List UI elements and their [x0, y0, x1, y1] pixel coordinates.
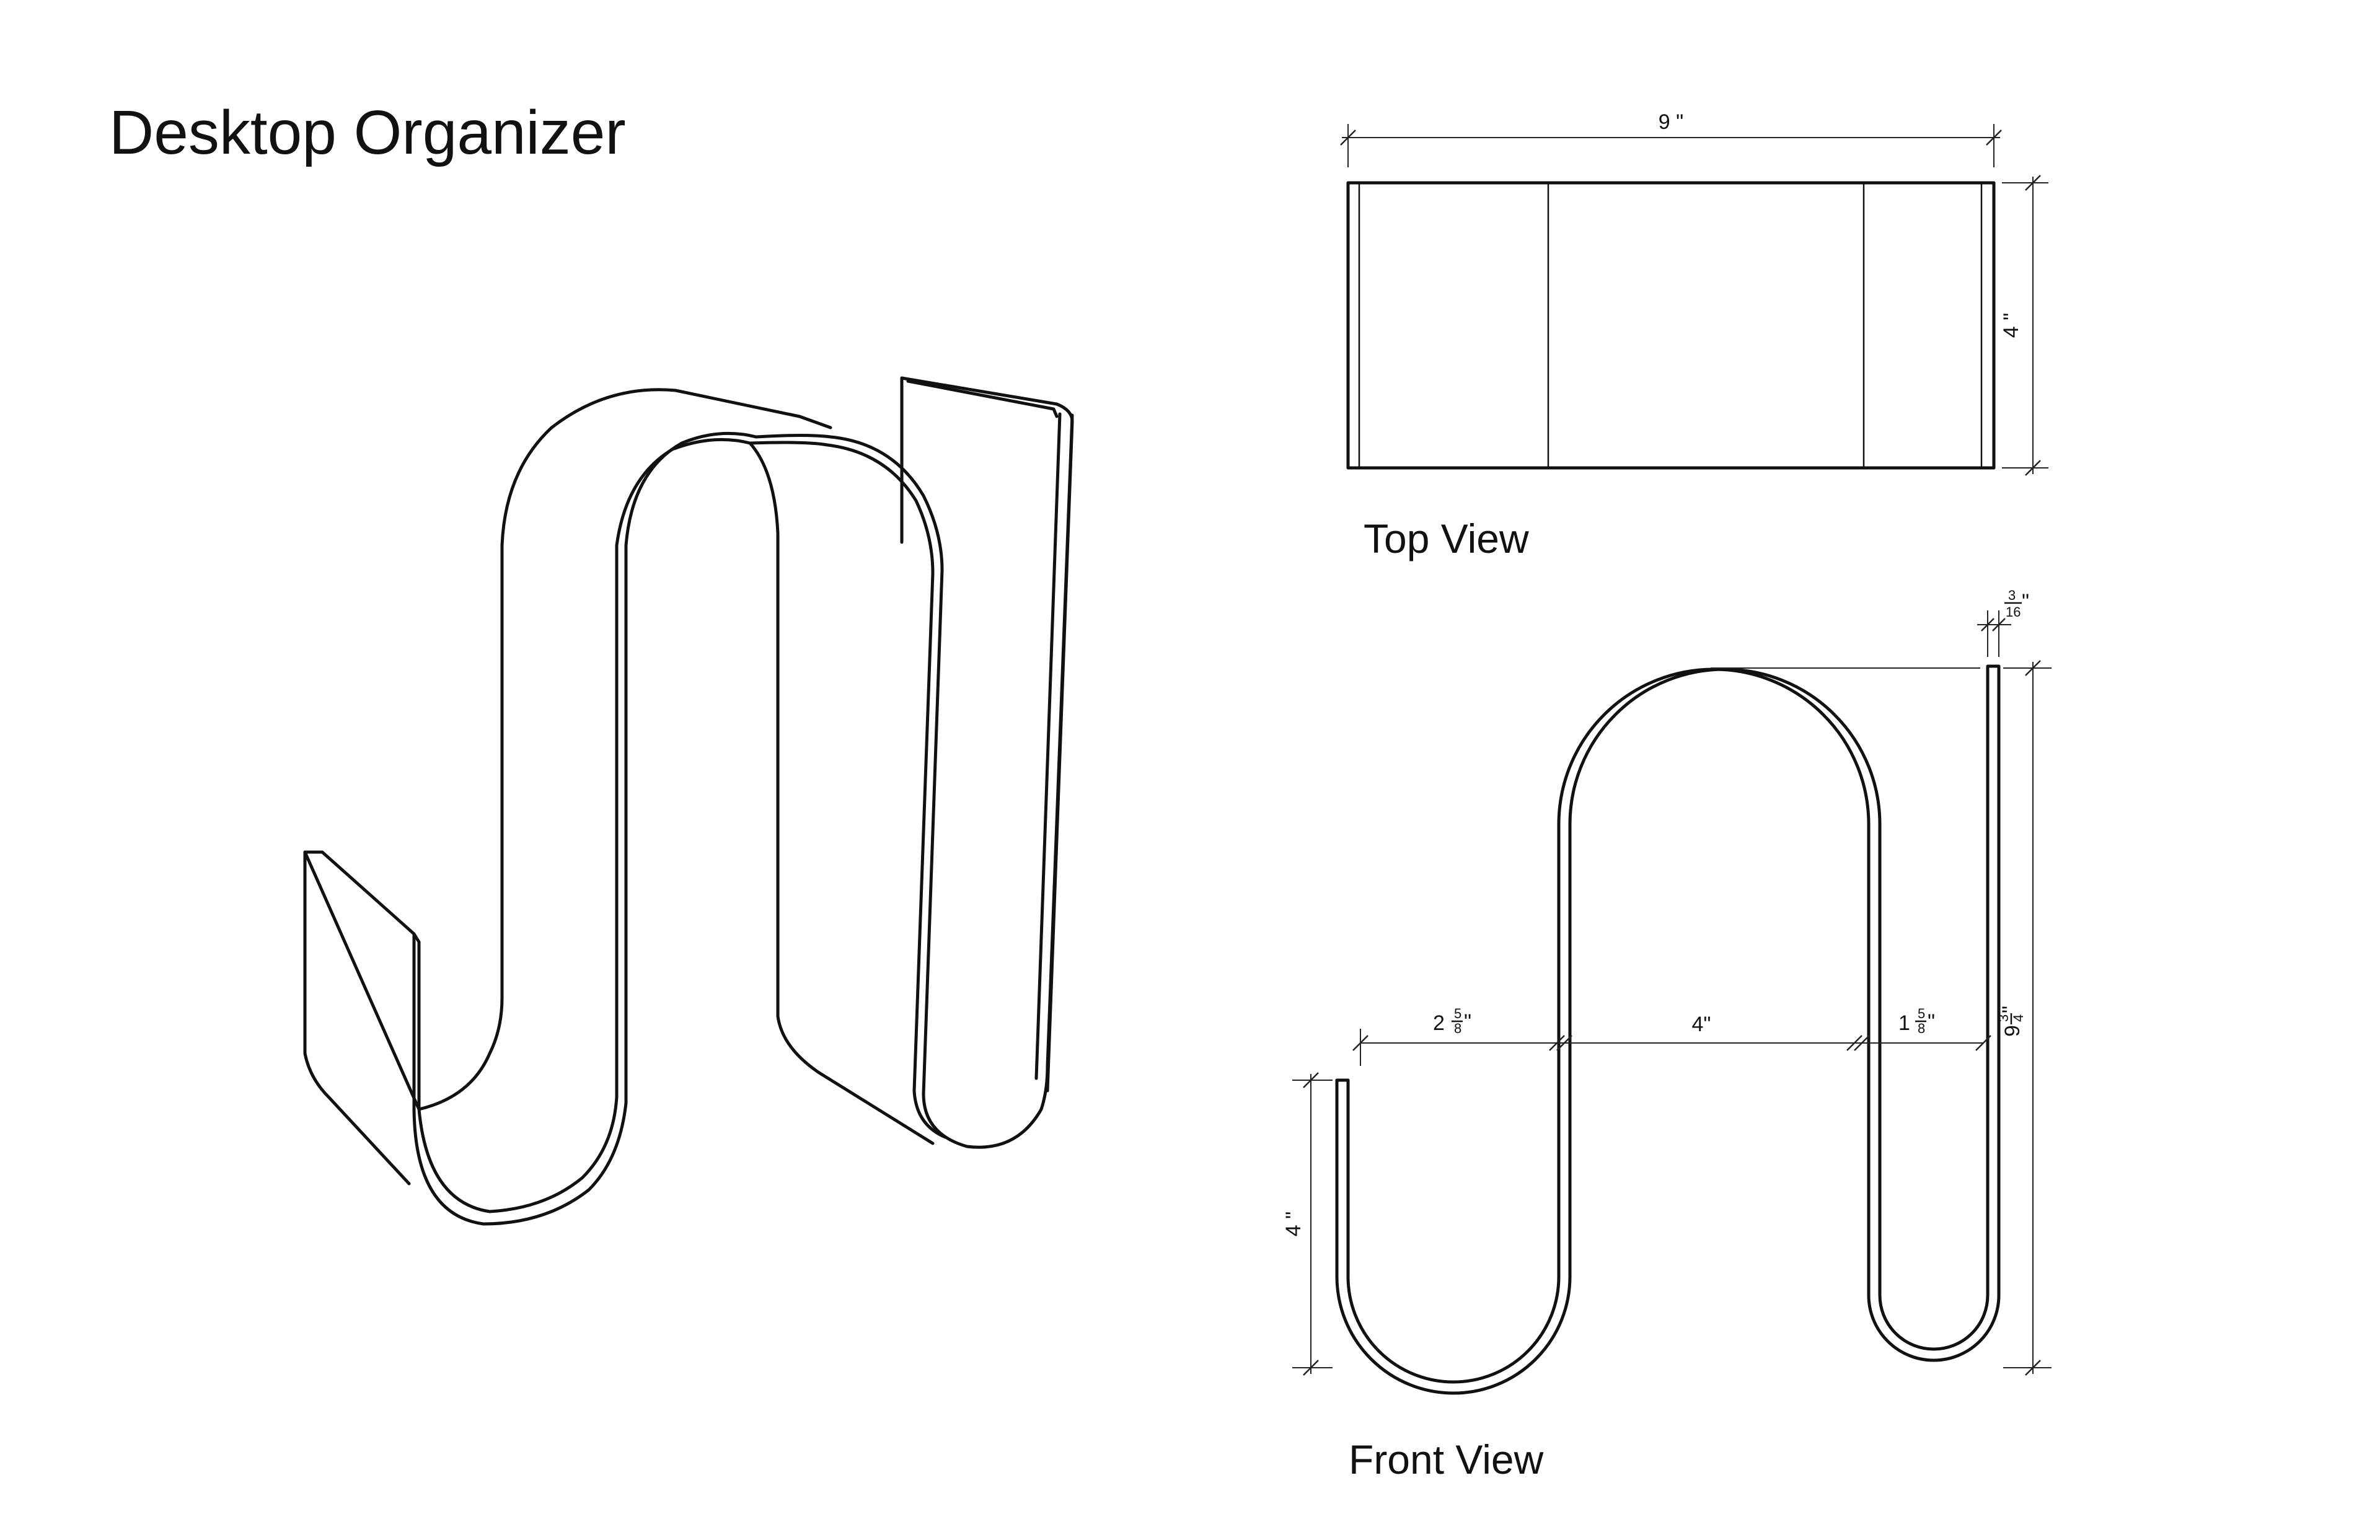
svg-text:4: 4	[2011, 1014, 2026, 1022]
top-view: 9 " 4 " Top View	[1340, 110, 2048, 561]
front-profile-outer	[1335, 664, 2001, 1395]
dim-span-middle: 4"	[1692, 1013, 1711, 1036]
dim-left-height: 4 "	[1282, 1212, 1305, 1236]
iso-top-arch	[754, 413, 1074, 1149]
svg-text:8: 8	[1454, 1021, 1461, 1036]
svg-text:": "	[1928, 1010, 1935, 1034]
front-view: 2 5 8 " 4" 1 5 8 " 4 " 9 3	[1282, 587, 2052, 1482]
page-title: Desktop Organizer	[109, 98, 626, 167]
dim-top-depth: 4 "	[1999, 313, 2023, 338]
top-view-outline	[1346, 181, 1996, 470]
dim-thickness: 3 16 "	[2004, 587, 2029, 620]
dim-span-left: 2 5 8 "	[1433, 1006, 1471, 1036]
isometric-view	[303, 376, 1074, 1226]
svg-text:5: 5	[1454, 1006, 1461, 1021]
svg-text:3: 3	[1996, 1014, 2011, 1022]
svg-text:": "	[2022, 590, 2029, 614]
svg-text:8: 8	[1918, 1021, 1925, 1036]
svg-text:3: 3	[2008, 587, 2016, 603]
iso-right-panel	[900, 376, 1074, 1093]
dim-span-right: 1 5 8 "	[1898, 1006, 1935, 1036]
iso-lower-left-u	[412, 431, 758, 1226]
svg-text:1: 1	[1898, 1011, 1910, 1035]
iso-left-pillar	[500, 388, 801, 1000]
svg-text:9: 9	[2001, 1025, 2024, 1037]
dim-total-height: 9 3 4 "	[1996, 1006, 2026, 1037]
top-view-label: Top View	[1364, 516, 1529, 561]
iso-left-tab	[303, 850, 421, 1111]
svg-text:2: 2	[1433, 1011, 1445, 1035]
svg-text:": "	[1998, 1006, 2022, 1013]
dim-top-width: 9 "	[1659, 110, 1683, 134]
svg-text:5: 5	[1918, 1006, 1925, 1021]
svg-text:16: 16	[2006, 604, 2021, 620]
svg-text:": "	[1464, 1010, 1471, 1034]
front-view-label: Front View	[1349, 1437, 1544, 1482]
